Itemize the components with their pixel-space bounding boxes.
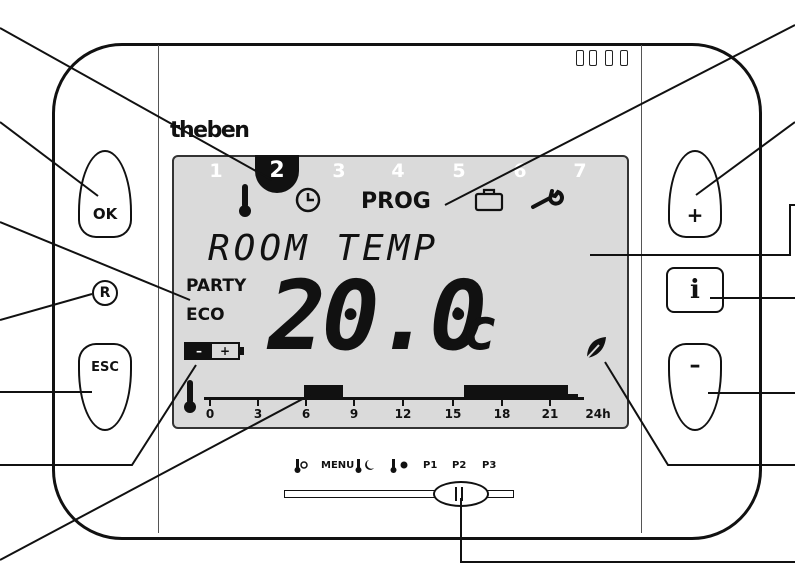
thermometer-sun-icon xyxy=(390,459,408,473)
mode-p3-label: P3 xyxy=(482,460,497,471)
day-1: 1 xyxy=(209,160,223,182)
mode-p1-label: P1 xyxy=(423,460,438,471)
eco-label: ECO xyxy=(186,305,225,325)
day-5: 5 xyxy=(452,160,466,182)
timeline-tick-6: 6 xyxy=(301,407,311,421)
mode-p2-label: P2 xyxy=(452,460,467,471)
battery-icon: – + xyxy=(184,342,240,360)
timeline-tick-0: 0 xyxy=(205,407,215,421)
room-temp-label: ROOM TEMP xyxy=(208,228,440,269)
timeline-tick-12: 12 xyxy=(394,407,412,421)
day-3: 3 xyxy=(332,160,346,182)
thermometer-moon-icon xyxy=(355,459,374,473)
vent-slot xyxy=(605,50,613,66)
timeline-tick-3: 3 xyxy=(253,407,263,421)
battery-plus: + xyxy=(219,344,231,358)
day-2-active: 2 xyxy=(269,158,285,183)
vent-slot xyxy=(589,50,597,66)
vent-slot xyxy=(620,50,628,66)
suitcase-icon xyxy=(474,188,504,212)
prog-label: PROG xyxy=(361,189,431,214)
battery-terminal xyxy=(240,347,244,355)
right-panel-divider xyxy=(641,45,642,533)
timeline-tick-9: 9 xyxy=(349,407,359,421)
temperature-degree-symbol: ° xyxy=(452,305,463,330)
timeline-thermometer-icon xyxy=(184,380,196,413)
wrench-icon xyxy=(531,189,564,209)
info-button[interactable]: i xyxy=(666,267,724,313)
vent-slot xyxy=(576,50,584,66)
party-label: PARTY xyxy=(186,276,247,296)
program-timeline xyxy=(204,385,584,406)
timeline-tick-24h: 24h xyxy=(585,407,611,421)
clock-icon xyxy=(295,187,321,213)
thermometer-icon xyxy=(239,184,251,217)
day-4: 4 xyxy=(391,160,405,182)
temperature-value: 20.0 xyxy=(268,260,487,372)
thermometer-frost-icon xyxy=(294,459,308,473)
day-7: 7 xyxy=(573,160,587,182)
leaf-icon xyxy=(586,337,606,359)
timeline-tick-21: 21 xyxy=(541,407,559,421)
temperature-unit: c xyxy=(462,295,497,363)
left-panel-divider xyxy=(158,45,159,533)
timeline-tick-18: 18 xyxy=(493,407,511,421)
timeline-tick-15: 15 xyxy=(444,407,462,421)
mode-menu-label: MENU xyxy=(321,460,355,471)
mode-slider-track[interactable] xyxy=(284,490,514,498)
battery-minus: – xyxy=(186,344,212,358)
reset-button[interactable]: R xyxy=(92,280,118,306)
